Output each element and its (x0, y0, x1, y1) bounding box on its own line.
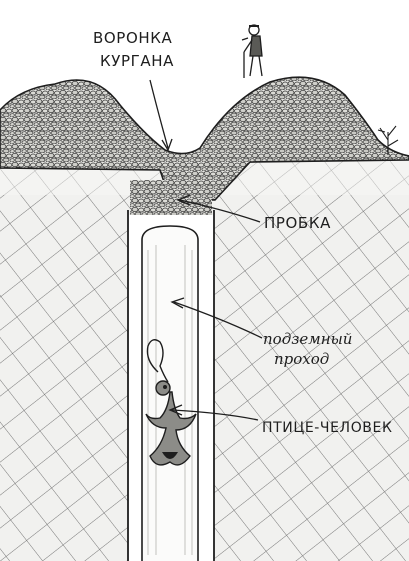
label-passage-line2: проход (274, 350, 329, 368)
label-passage-line1: подземный (263, 330, 352, 348)
label-bird-man: ПТИЦЕ-ЧЕЛОВЕК (262, 420, 393, 436)
label-plug: ПРОБКА (264, 214, 331, 232)
underground-passage (128, 210, 214, 561)
label-funnel-line1: ВОРОНКА (93, 29, 172, 47)
label-funnel-line2: КУРГАНА (100, 52, 174, 70)
